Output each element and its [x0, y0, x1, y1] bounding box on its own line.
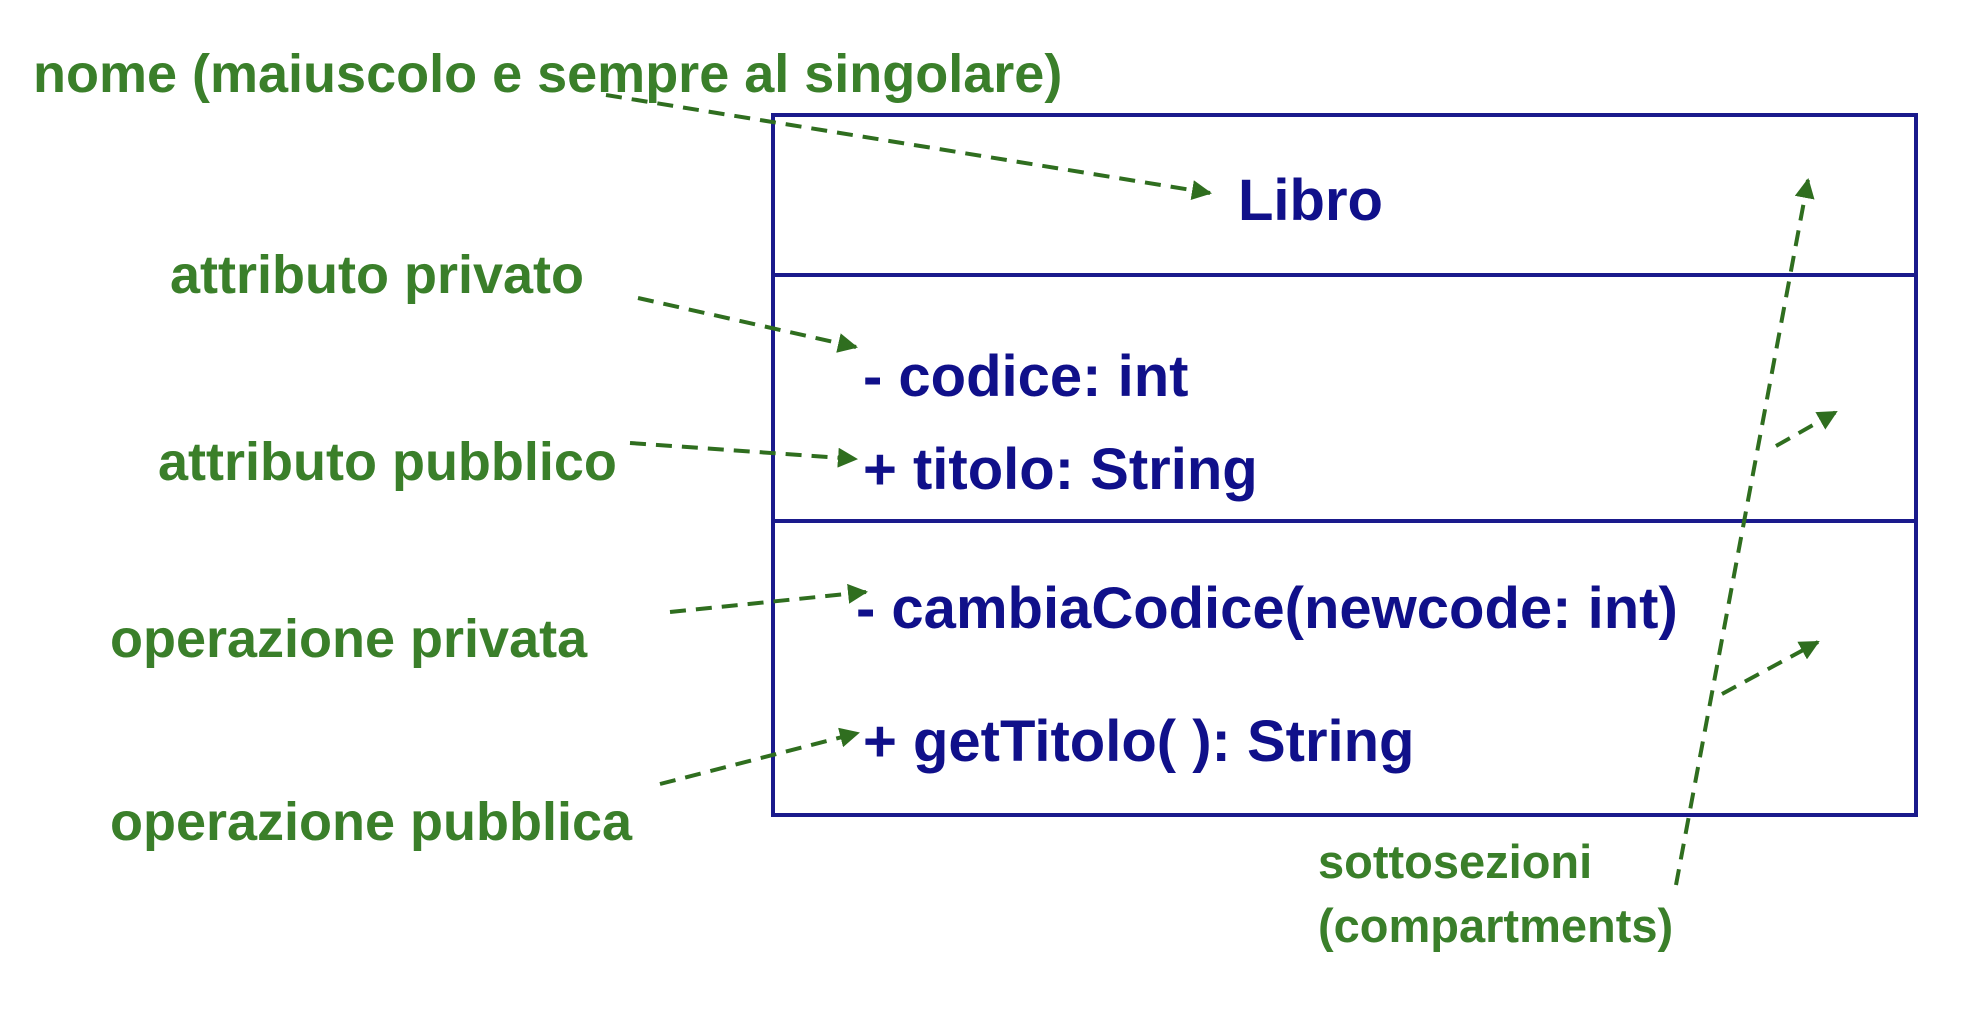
- compartment-divider-name: [771, 273, 1918, 277]
- annotation-compartments-line2: (compartments): [1318, 899, 1674, 952]
- annotation-public-operation: operazione pubblica: [110, 792, 633, 852]
- arrow-to-public-operation: [659, 727, 860, 786]
- attribute-private: - codice: int: [863, 344, 1189, 409]
- annotation-name: nome (maiuscolo e sempre al singolare): [33, 44, 1063, 104]
- arrow-to-private-operation: [669, 583, 868, 614]
- arrow-compartments-to-name: [1674, 178, 1815, 886]
- class-name: Libro: [1238, 168, 1383, 233]
- annotation-public-attribute: attributo pubblico: [158, 432, 617, 492]
- compartment-divider-attributes: [771, 519, 1918, 523]
- arrow-to-private-attribute: [637, 296, 858, 353]
- operation-private: - cambiaCodice(newcode: int): [856, 576, 1678, 641]
- arrow-compartments-to-attributes: [1775, 410, 1838, 448]
- annotation-private-attribute: attributo privato: [170, 245, 584, 305]
- attribute-public: + titolo: String: [863, 437, 1258, 502]
- arrow-compartments-to-operations: [1721, 640, 1820, 696]
- annotation-compartments-line1: sottosezioni: [1318, 835, 1593, 888]
- arrow-to-public-attribute: [629, 441, 858, 468]
- annotation-private-operation: operazione privata: [110, 609, 588, 669]
- arrow-to-class-name: [605, 93, 1212, 200]
- uml-class-box: [771, 113, 1918, 817]
- operation-public: + getTitolo( ): String: [863, 709, 1415, 774]
